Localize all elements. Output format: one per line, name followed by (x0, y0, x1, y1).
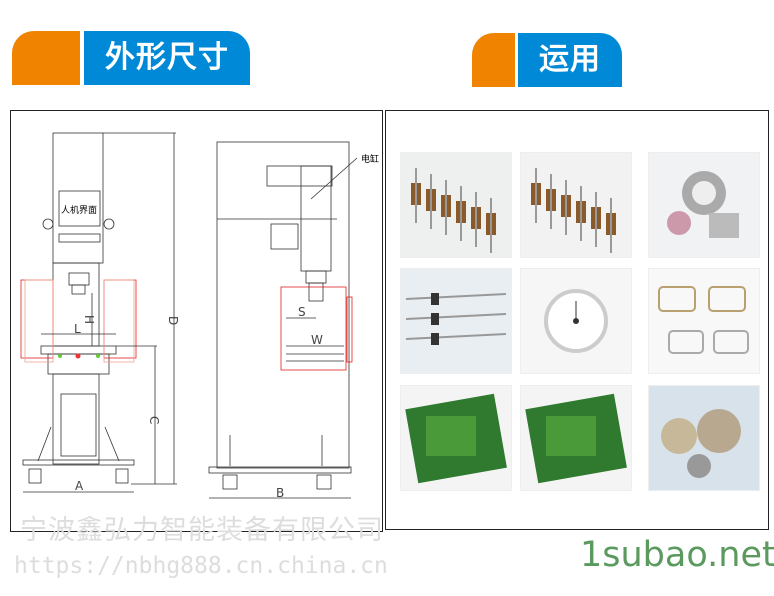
dim-d: D (166, 316, 180, 325)
application-image-needles (400, 268, 512, 374)
header-applications: 运用 (472, 33, 622, 87)
application-image-wristwatch (520, 268, 632, 374)
dim-b: B (276, 486, 284, 500)
dim-w: W (311, 333, 323, 347)
cylinder-label: 电缸 (361, 153, 379, 165)
application-image-pcb-1 (400, 385, 512, 491)
application-image-pcb-2 (520, 385, 632, 491)
dim-a: A (75, 479, 84, 493)
header-dimensions: 外形尺寸 (12, 31, 250, 85)
watermark-company: 宁波鑫弘力智能装备有限公司 (20, 515, 384, 546)
work-table (40, 345, 117, 355)
application-image-motor-rotors-2 (520, 152, 632, 258)
header-title: 运用 (518, 33, 622, 87)
watermark-url: https://nbhg888.cn.china.cn (14, 553, 388, 579)
dim-c: C (147, 416, 161, 424)
dim-s: S (298, 305, 306, 319)
header-accent (472, 33, 515, 87)
dim-h: H (82, 315, 96, 324)
header-title: 外形尺寸 (84, 31, 250, 85)
dim-l: L (74, 322, 81, 336)
header-accent (12, 31, 80, 85)
application-image-bearings-gears (648, 152, 760, 258)
front-column (52, 132, 104, 264)
application-image-bushings (648, 385, 760, 491)
dimension-drawing-panel: 人机界面 D C A H L 电缸 B S W (10, 110, 383, 532)
side-body (216, 141, 350, 469)
hmi-screen (58, 190, 101, 227)
front-base (22, 459, 135, 466)
application-image-eyeglasses (648, 268, 760, 374)
machine-drawing: 人机界面 D C A H L 电缸 B S W (20, 132, 379, 500)
application-image-motor-rotors-1 (400, 152, 512, 258)
hmi-label: 人机界面 (61, 204, 97, 216)
side-base (208, 466, 352, 474)
control-panel (58, 233, 101, 243)
site-logo: 1subao.net (580, 535, 774, 575)
